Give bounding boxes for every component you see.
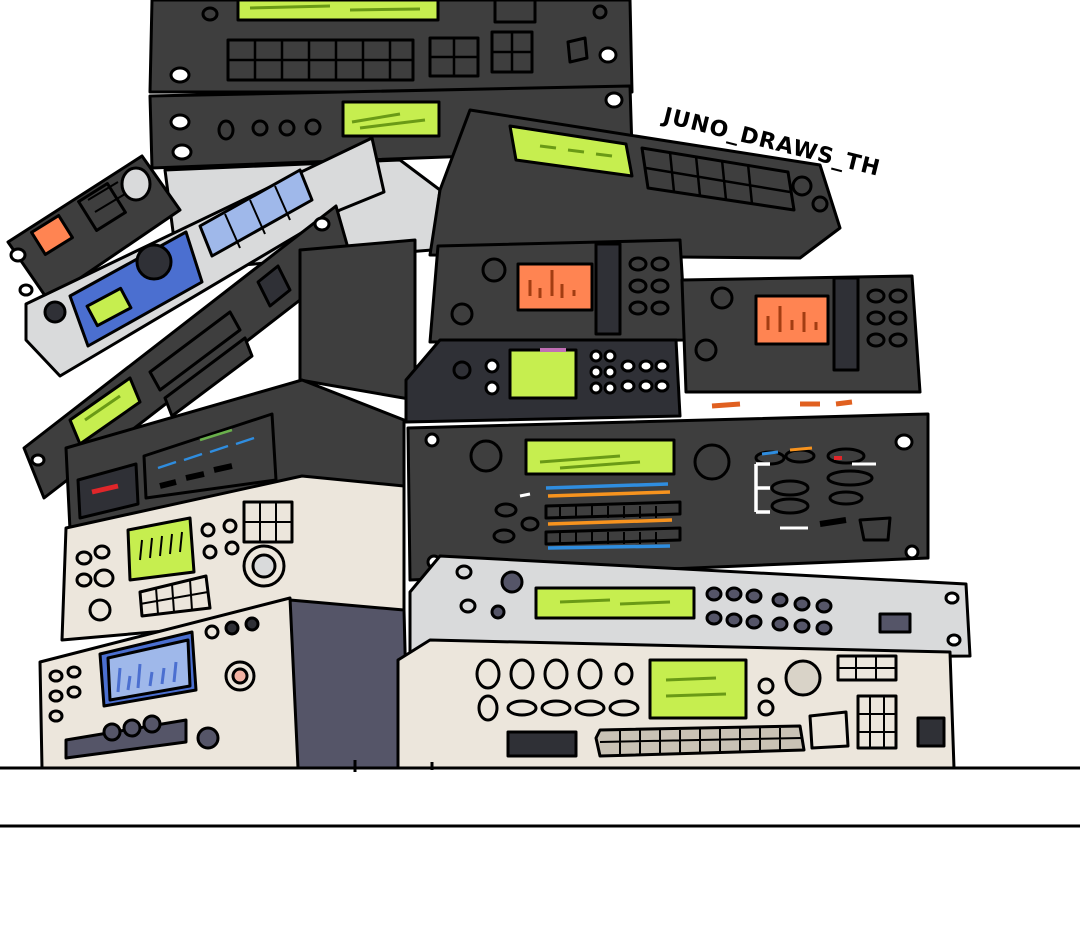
large-dark-rack-unit	[406, 412, 930, 582]
leaning-module-blue	[24, 136, 386, 378]
counter-top	[0, 768, 1080, 826]
leaning-module-orange	[6, 154, 182, 302]
cream-bottom-unit	[396, 638, 956, 770]
slate-box	[288, 598, 410, 770]
navy-unit-green-lcd	[404, 338, 682, 424]
leaning-rack-panel	[22, 204, 354, 500]
dark-box-side	[298, 238, 417, 402]
silver-rack-unit	[408, 554, 972, 662]
orange-screen-unit-right	[680, 274, 922, 409]
cream-unit-green-screen	[60, 474, 406, 642]
orange-screen-unit-left	[428, 238, 688, 344]
cream-unit-blue-screen	[38, 596, 300, 770]
tilted-top-unit	[428, 108, 842, 260]
top-rack-unit	[148, 0, 634, 94]
